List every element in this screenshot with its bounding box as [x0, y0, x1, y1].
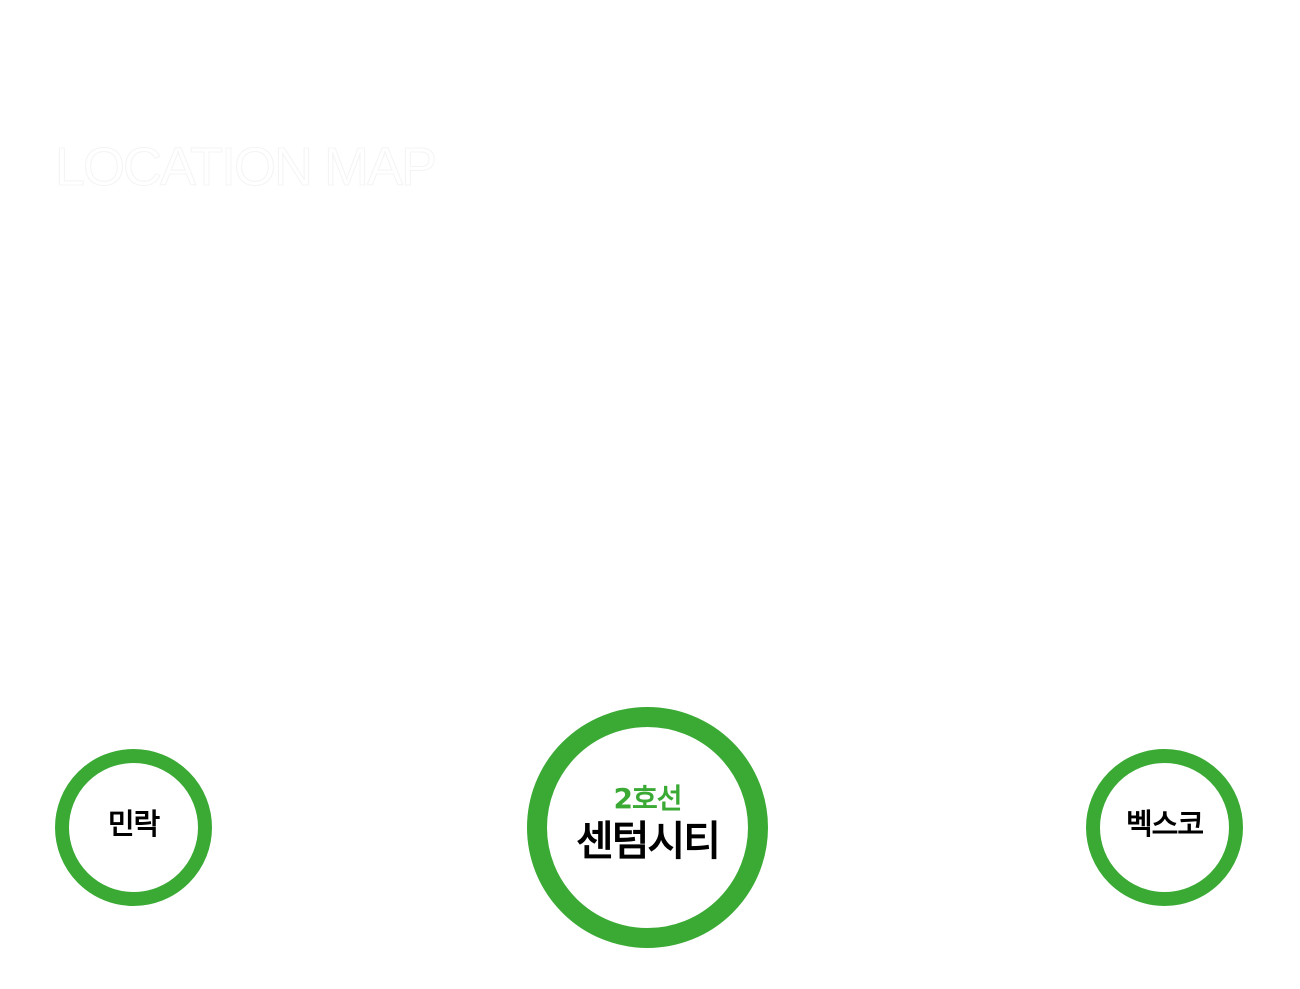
station-marker-centum-city[interactable]: 2호선 센텀시티 — [527, 707, 768, 948]
map-title: LOCATION MAP — [54, 137, 437, 197]
station-name: 센텀시티 — [576, 817, 721, 865]
station-name: 민락 — [107, 807, 160, 841]
subway-line-label: 2호선 — [613, 782, 682, 815]
station-name: 벡스코 — [1125, 807, 1204, 841]
station-marker-bexco[interactable]: 벡스코 — [1086, 749, 1243, 906]
station-marker-minrak[interactable]: 민락 — [55, 749, 212, 906]
